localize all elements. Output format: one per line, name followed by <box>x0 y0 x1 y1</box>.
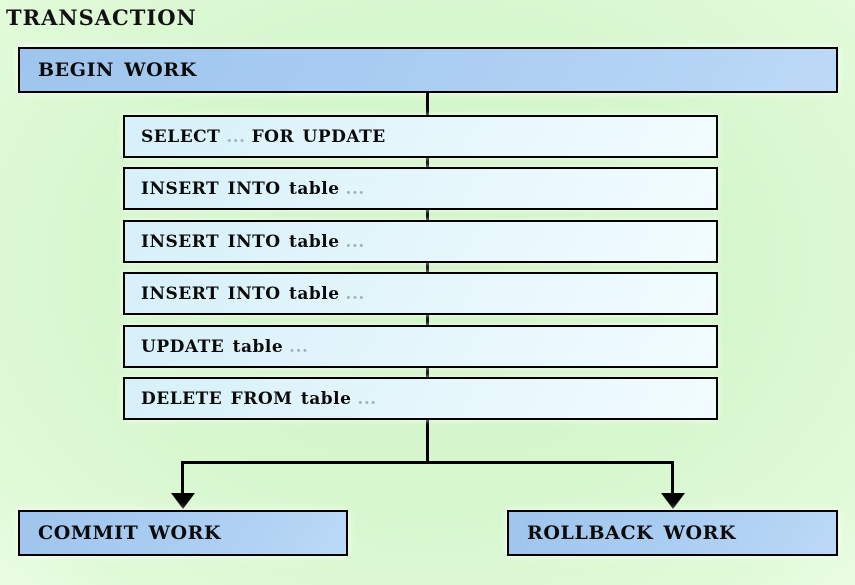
rollback-connector-line <box>671 461 674 496</box>
statement-label: SELECT...FOR UPDATE <box>141 126 386 147</box>
statement-label: INSERT INTO table... <box>141 231 365 252</box>
begin-work-box: BEGIN WORK <box>18 47 838 93</box>
commit-connector-line <box>181 461 184 496</box>
statement-box-insert-1: INSERT INTO table... <box>123 167 718 210</box>
rollback-arrow-icon <box>661 493 685 509</box>
ellipsis: ... <box>345 178 365 199</box>
ellipsis: ... <box>345 231 365 252</box>
statement-label: INSERT INTO table... <box>141 178 365 199</box>
statement-box-select: SELECT...FOR UPDATE <box>123 115 718 158</box>
branch-connector-line <box>181 461 674 464</box>
rollback-work-box: ROLLBACK WORK <box>507 510 838 556</box>
rollback-work-label: ROLLBACK WORK <box>527 522 737 544</box>
ellipsis: ... <box>345 283 365 304</box>
diagram-title: TRANSACTION <box>6 5 197 30</box>
statement-label: INSERT INTO table... <box>141 283 365 304</box>
ellipsis: ... <box>357 388 377 409</box>
commit-work-box: COMMIT WORK <box>18 510 348 556</box>
commit-work-label: COMMIT WORK <box>38 522 222 544</box>
statement-box-insert-3: INSERT INTO table... <box>123 272 718 315</box>
ellipsis: ... <box>289 336 309 357</box>
begin-work-label: BEGIN WORK <box>38 59 197 81</box>
statement-box-update: UPDATE table... <box>123 325 718 368</box>
statement-label: DELETE FROM table... <box>141 388 377 409</box>
statement-box-delete: DELETE FROM table... <box>123 377 718 420</box>
statement-label: UPDATE table... <box>141 336 309 357</box>
commit-arrow-icon <box>171 493 195 509</box>
statement-box-insert-2: INSERT INTO table... <box>123 220 718 263</box>
ellipsis: ... <box>226 126 246 147</box>
